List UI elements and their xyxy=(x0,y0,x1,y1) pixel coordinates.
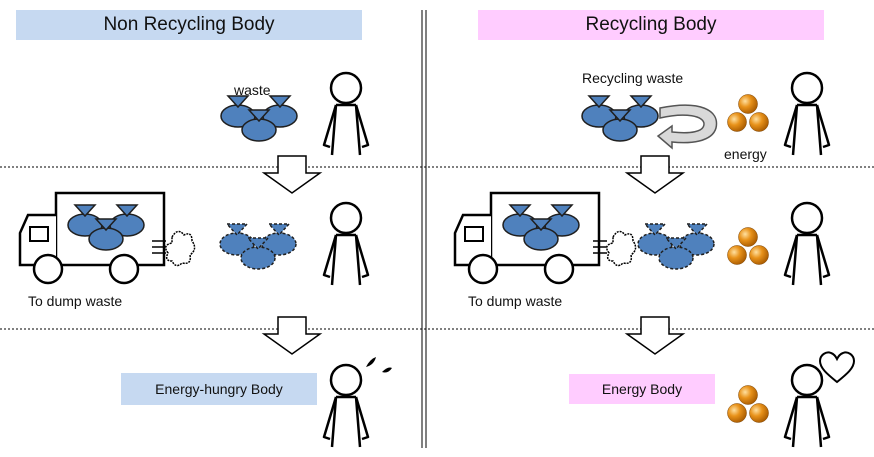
truck-icon xyxy=(453,191,601,285)
waste-bag-icon xyxy=(261,223,297,256)
energy-ball-icon xyxy=(727,94,769,132)
waste-bag-icon xyxy=(544,204,580,237)
person-icon xyxy=(322,201,370,286)
left-header: Non Recycling Body xyxy=(16,10,362,40)
right-dump-label: To dump waste xyxy=(468,293,563,309)
waste-bag-icon xyxy=(602,109,638,142)
person-icon xyxy=(322,363,370,448)
sweat-drop-icon xyxy=(366,357,392,373)
energy-ball-icon xyxy=(727,385,769,423)
down-arrow-icon xyxy=(624,316,686,355)
recycling-waste-label: Recycling waste xyxy=(582,70,684,86)
down-arrow-icon xyxy=(261,155,323,194)
waste-bag-icon xyxy=(581,95,617,128)
person-icon xyxy=(783,363,831,448)
left-result-box: Energy-hungry Body xyxy=(121,373,317,405)
down-arrow-icon xyxy=(261,316,323,355)
energy-ball-icon xyxy=(727,227,769,265)
right-result-box: Energy Body xyxy=(569,374,715,404)
waste-bag-icon xyxy=(241,109,277,142)
waste-bag-icon xyxy=(262,95,298,128)
waste-bag-icon xyxy=(88,218,124,251)
waste-bag-icon xyxy=(67,204,103,237)
recycle-arrow-icon xyxy=(656,104,718,150)
waste-bag-icon xyxy=(523,218,559,251)
down-arrow-icon xyxy=(624,155,686,194)
exhaust-cloud-icon xyxy=(593,230,637,267)
waste-bag-icon xyxy=(679,223,715,256)
exhaust-cloud-icon xyxy=(152,230,196,267)
waste-bag-icon xyxy=(240,237,276,270)
left-dump-label: To dump waste xyxy=(28,293,123,309)
waste-bag-icon xyxy=(623,95,659,128)
person-icon xyxy=(783,201,831,286)
heart-icon xyxy=(818,351,856,384)
right-header: Recycling Body xyxy=(478,10,824,40)
waste-bag-icon xyxy=(109,204,145,237)
waste-label: waste xyxy=(234,82,271,98)
waste-bag-icon xyxy=(658,237,694,270)
energy-label: energy xyxy=(724,146,767,162)
person-icon xyxy=(783,71,831,156)
person-icon xyxy=(322,71,370,156)
